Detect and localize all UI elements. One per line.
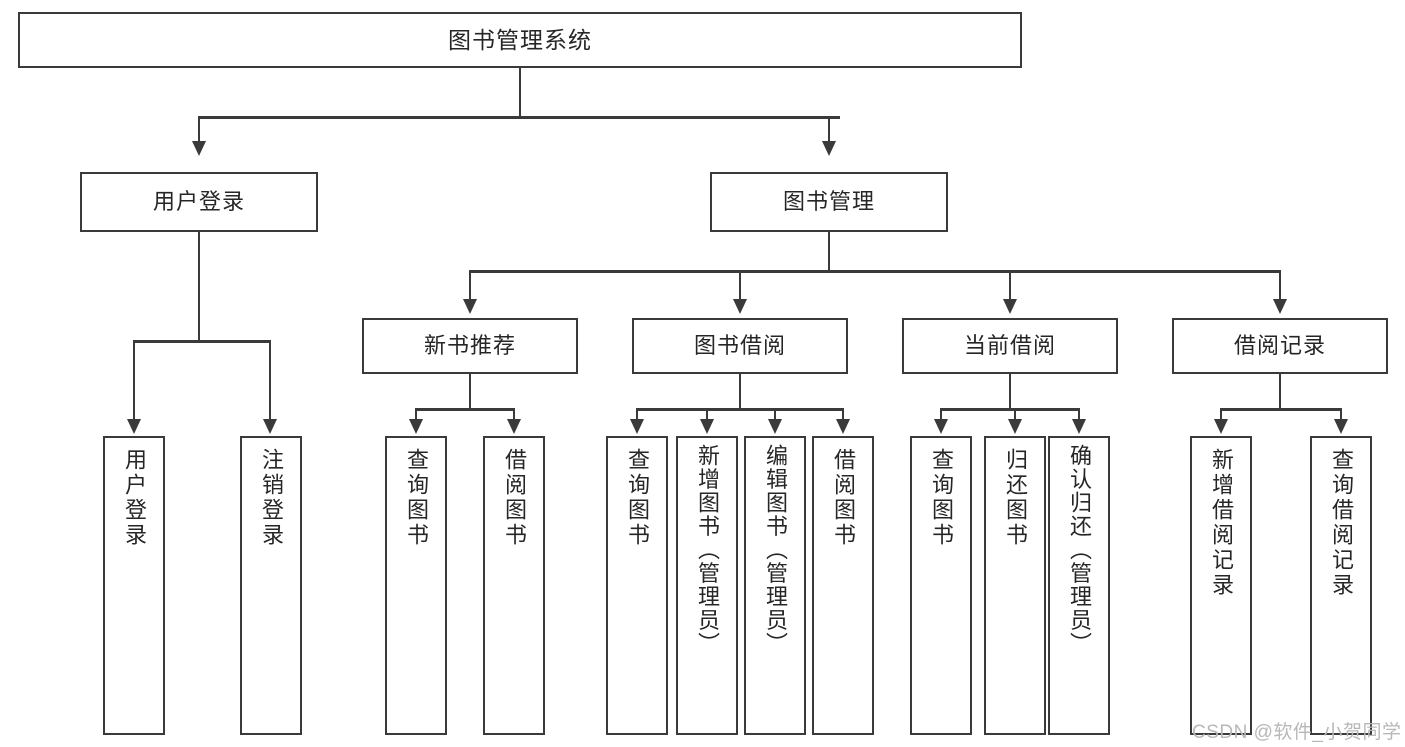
node-query-book-borrow[interactable]: 查询图书	[606, 436, 668, 735]
node-label: 新增图书（管理员）	[695, 444, 720, 656]
arrowhead-book-management	[821, 141, 836, 156]
connector-to-borrow-book-recommend	[512, 408, 515, 421]
connector-to-borrow-book-action	[841, 408, 844, 421]
connector-to-user-login-action	[132, 340, 135, 421]
connector-new-book-recommend-stem	[468, 374, 471, 410]
connector-current-borrow-stem	[1008, 374, 1011, 410]
connector-to-return-book	[1013, 408, 1016, 421]
node-label: 当前借阅	[963, 333, 1056, 359]
connector-new-book-recommend-bus	[414, 408, 515, 411]
connector-book-borrow-bus	[635, 408, 844, 411]
node-current-borrow[interactable]: 当前借阅	[902, 318, 1118, 374]
node-book-management-system[interactable]: 图书管理系统	[18, 12, 1022, 68]
node-label: 借阅图书	[831, 448, 856, 548]
node-label: 查询图书	[404, 448, 429, 548]
connector-to-edit-book-admin	[773, 408, 776, 421]
node-label: 用户登录	[122, 448, 147, 548]
connector-root-stem	[518, 68, 521, 118]
connector-user-login-bus	[132, 340, 271, 343]
node-label: 编辑图书（管理员）	[763, 444, 788, 656]
connector-to-logout-action	[268, 340, 271, 421]
connector-to-add-borrow-record	[1219, 408, 1222, 421]
node-borrow-book-recommend[interactable]: 借阅图书	[483, 436, 545, 735]
arrowhead-add-book-admin	[699, 419, 714, 434]
connector-book-management-bus	[468, 270, 1280, 273]
arrowhead-query-borrow-record	[1333, 419, 1348, 434]
connector-to-query-book-borrow	[635, 408, 638, 421]
node-confirm-return-admin[interactable]: 确认归还（管理员）	[1048, 436, 1110, 735]
arrowhead-add-borrow-record	[1213, 419, 1228, 434]
connector-to-book-borrow	[738, 270, 741, 301]
node-label: 图书借阅	[693, 333, 786, 359]
node-label: 新书推荐	[423, 333, 516, 359]
arrowhead-new-book-recommend	[462, 299, 477, 314]
node-borrow-record[interactable]: 借阅记录	[1172, 318, 1388, 374]
connector-book-borrow-stem	[738, 374, 741, 410]
node-label: 查询图书	[929, 448, 954, 548]
node-book-management[interactable]: 图书管理	[710, 172, 948, 232]
arrowhead-query-book-recommend	[408, 419, 423, 434]
arrowhead-book-borrow	[732, 299, 747, 314]
node-label: 借阅图书	[502, 448, 527, 548]
connector-to-add-book-admin	[705, 408, 708, 421]
node-edit-book-admin[interactable]: 编辑图书（管理员）	[744, 436, 806, 735]
node-add-borrow-record[interactable]: 新增借阅记录	[1190, 436, 1252, 735]
connector-current-borrow-bus	[939, 408, 1080, 411]
arrowhead-borrow-record	[1272, 299, 1287, 314]
connector-to-query-book-recommend	[414, 408, 417, 421]
arrowhead-user-login	[191, 141, 206, 156]
arrowhead-current-borrow	[1002, 299, 1017, 314]
node-label: 归还图书	[1003, 448, 1028, 548]
node-label: 注销登录	[259, 448, 284, 548]
connector-to-query-book-current	[939, 408, 942, 421]
connector-to-confirm-return-admin	[1077, 408, 1080, 421]
node-return-book[interactable]: 归还图书	[984, 436, 1046, 735]
arrowhead-query-book-current	[933, 419, 948, 434]
arrowhead-return-book	[1007, 419, 1022, 434]
node-label: 确认归还（管理员）	[1067, 444, 1092, 656]
arrowhead-borrow-book-action	[835, 419, 850, 434]
connector-to-current-borrow	[1008, 270, 1011, 301]
node-label: 新增借阅记录	[1209, 448, 1234, 598]
node-borrow-book-action[interactable]: 借阅图书	[812, 436, 874, 735]
node-query-borrow-record[interactable]: 查询借阅记录	[1310, 436, 1372, 735]
node-query-book-current[interactable]: 查询图书	[910, 436, 972, 735]
node-label: 借阅记录	[1233, 333, 1326, 359]
node-query-book-recommend[interactable]: 查询图书	[385, 436, 447, 735]
csdn-watermark: CSDN @软件_小贺同学	[1192, 722, 1402, 743]
arrowhead-user-login-action	[126, 419, 141, 434]
connector-borrow-record-bus	[1219, 408, 1342, 411]
node-label: 查询图书	[625, 448, 650, 548]
node-new-book-recommend[interactable]: 新书推荐	[362, 318, 578, 374]
arrowhead-logout-action	[262, 419, 277, 434]
connector-root-to-user-login	[197, 116, 200, 143]
connector-to-borrow-record	[1278, 270, 1281, 301]
node-label: 图书管理系统	[448, 26, 592, 53]
connector-to-query-borrow-record	[1339, 408, 1342, 421]
arrowhead-edit-book-admin	[767, 419, 782, 434]
node-add-book-admin[interactable]: 新增图书（管理员）	[676, 436, 738, 735]
node-label: 图书管理	[782, 189, 875, 215]
connector-user-login-stem	[197, 232, 200, 342]
connector-borrow-record-stem	[1278, 374, 1281, 410]
node-label: 查询借阅记录	[1329, 448, 1354, 598]
connector-book-management-stem	[827, 232, 830, 272]
node-user-login[interactable]: 用户登录	[80, 172, 318, 232]
connector-root-to-book-management	[827, 116, 830, 143]
node-user-login-action[interactable]: 用户登录	[103, 436, 165, 735]
node-label: 用户登录	[152, 189, 245, 215]
arrowhead-query-book-borrow	[629, 419, 644, 434]
arrowhead-borrow-book-recommend	[506, 419, 521, 434]
connector-root-bus	[197, 116, 840, 119]
arrowhead-confirm-return-admin	[1071, 419, 1086, 434]
connector-to-new-book-recommend	[468, 270, 471, 301]
node-logout-action[interactable]: 注销登录	[240, 436, 302, 735]
node-book-borrow[interactable]: 图书借阅	[632, 318, 848, 374]
